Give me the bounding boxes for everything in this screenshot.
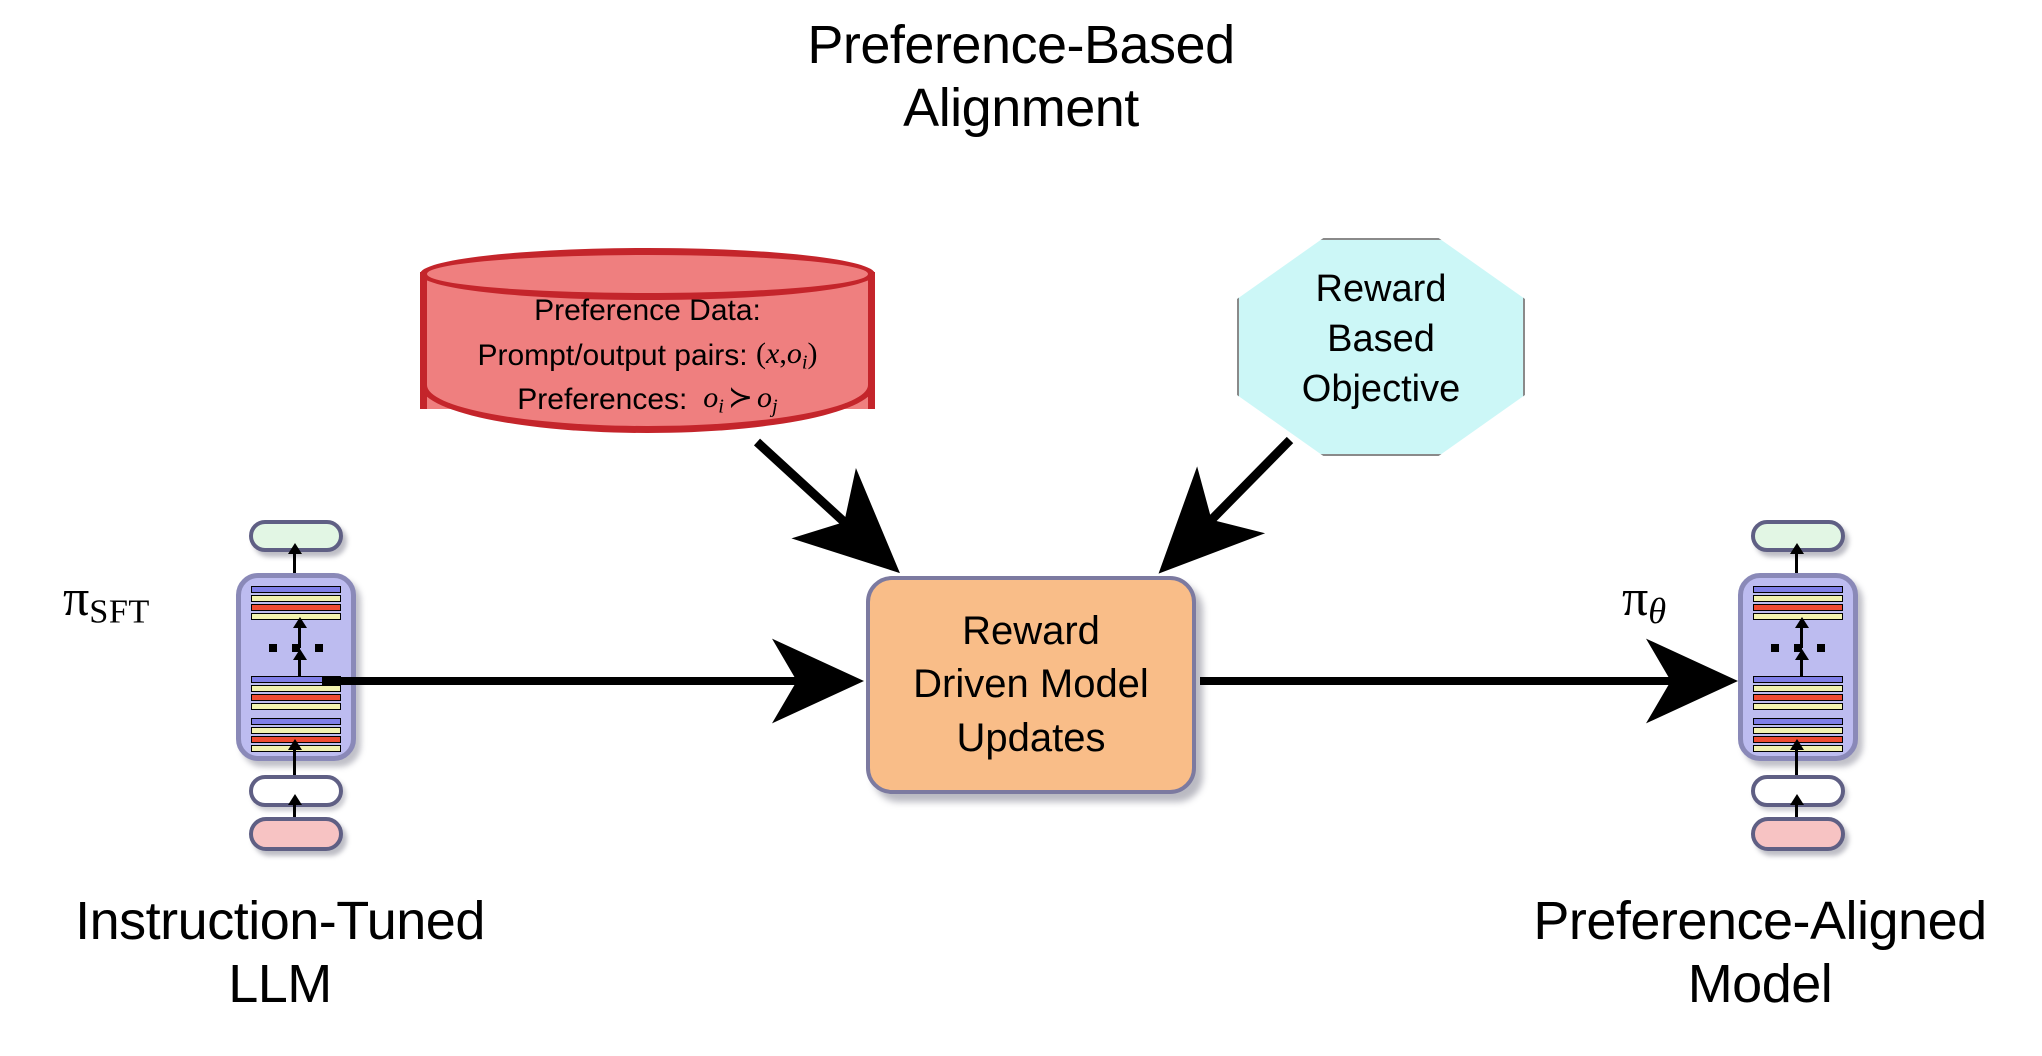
- cylinder-top-ellipse: [420, 248, 875, 300]
- instruction-tuned-llm-caption: Instruction-Tuned LLM: [75, 891, 485, 1014]
- reward-based-objective-label: Reward Based Objective: [1301, 268, 1461, 411]
- layer-stripe-blue: [1753, 718, 1843, 725]
- edge-preference-data-to-center: [753, 438, 900, 574]
- output-arrow-icon: [287, 543, 302, 580]
- input-to-embedding-arrow-icon: [1789, 794, 1804, 823]
- transformer-body: [1738, 573, 1858, 761]
- embedding-to-body-arrow-icon: [1789, 739, 1804, 780]
- layer-stripe-yellow: [251, 703, 341, 710]
- layer-stripe-yellow: [1753, 685, 1843, 692]
- input-token-pill: [249, 817, 343, 851]
- prompt-output-pairs-label: Prompt/output pairs:: [477, 338, 748, 372]
- inter-layer-arrow-lower-icon: [292, 649, 307, 680]
- policy-label-sft: πSFT: [63, 570, 150, 631]
- preferences-math: oi≻oj: [703, 381, 778, 418]
- policy-label-theta: πθ: [1622, 570, 1667, 631]
- transformer-layer-block-middle: [251, 676, 341, 710]
- edge-reward-objective-to-center: [1158, 436, 1294, 574]
- preferences-label: Preferences:: [517, 383, 688, 417]
- layer-stripe-yellow: [251, 727, 341, 734]
- layer-stripe-red: [251, 604, 341, 611]
- inter-layer-arrow-lower-icon: [1794, 649, 1809, 680]
- preference-data-line3: Preferences: oi≻oj: [420, 377, 875, 422]
- preference-data-cylinder[interactable]: Preference Data: Prompt/output pairs: (x…: [420, 248, 875, 433]
- reward-based-objective-octagon[interactable]: Reward Based Objective: [1237, 238, 1525, 456]
- input-to-embedding-arrow-icon: [287, 794, 302, 823]
- layer-stripe-yellow: [1753, 727, 1843, 734]
- preference-data-line2: Prompt/output pairs: (x,oi): [420, 333, 875, 378]
- transformer-layer-block-top: [251, 586, 341, 620]
- inter-layer-arrow-upper-icon: [1794, 617, 1809, 648]
- transformer-body: [236, 573, 356, 761]
- inter-layer-arrow-upper-icon: [292, 617, 307, 648]
- diagram-title: Preference-Based Alignment: [807, 15, 1235, 138]
- embedding-pill: [1751, 775, 1845, 807]
- preference-data-line1: Preference Data:: [534, 294, 761, 327]
- layer-stripe-yellow: [251, 685, 341, 692]
- octagon-shape: [1237, 238, 1525, 456]
- instruction-tuned-llm-stack[interactable]: [236, 520, 356, 851]
- layer-stripe-blue: [251, 676, 341, 683]
- layer-stripe-yellow: [1753, 703, 1843, 710]
- layer-stripe-yellow: [1753, 595, 1843, 602]
- transformer-layer-block-middle: [1753, 676, 1843, 710]
- layer-ellipsis-icon: [269, 644, 323, 652]
- transformer-layer-block-top: [1753, 586, 1843, 620]
- layer-stripe-red: [1753, 604, 1843, 611]
- layer-stripe-blue: [1753, 586, 1843, 593]
- output-arrow-icon: [1789, 543, 1804, 580]
- preference-aligned-model-caption: Preference-Aligned Model: [1533, 891, 1987, 1014]
- layer-stripe-blue: [1753, 676, 1843, 683]
- layer-ellipsis-icon: [1771, 644, 1825, 652]
- reward-driven-model-updates-box[interactable]: Reward Driven Model Updates: [866, 576, 1196, 794]
- preference-aligned-model-stack[interactable]: [1738, 520, 1858, 851]
- layer-stripe-red: [251, 694, 341, 701]
- input-token-pill: [1751, 817, 1845, 851]
- layer-stripe-yellow: [251, 595, 341, 602]
- embedding-to-body-arrow-icon: [287, 739, 302, 780]
- layer-stripe-red: [1753, 694, 1843, 701]
- layer-stripe-blue: [251, 586, 341, 593]
- preference-data-text: Preference Data: Prompt/output pairs: (x…: [420, 290, 875, 422]
- center-box-label: Reward Driven Model Updates: [913, 609, 1149, 760]
- layer-stripe-blue: [251, 718, 341, 725]
- prompt-output-pairs-math: (x,oi): [755, 336, 818, 374]
